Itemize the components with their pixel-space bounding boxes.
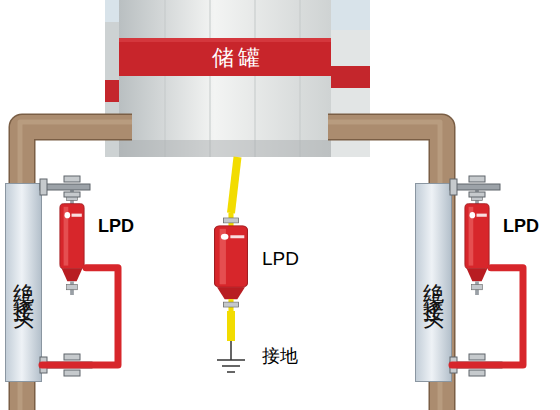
ground-symbol xyxy=(217,359,245,361)
ground-wire xyxy=(231,157,238,213)
bolt xyxy=(40,184,90,190)
device-label: LPD xyxy=(503,216,539,237)
device-label: LPD xyxy=(262,248,299,270)
tank-seam xyxy=(255,0,256,157)
lpd-nut xyxy=(471,285,482,290)
lpd-nut xyxy=(66,285,77,290)
nut xyxy=(469,176,485,182)
bolt xyxy=(40,362,92,368)
left-bolts xyxy=(40,176,92,376)
lpd-logo xyxy=(230,235,244,238)
storage-tank: 储罐 xyxy=(105,0,370,157)
joint-label: 绝缘接头 xyxy=(6,184,41,381)
lpd-neck xyxy=(217,287,245,299)
bolt xyxy=(450,362,502,368)
lpd-logo xyxy=(72,214,82,217)
lpd-nut xyxy=(223,302,238,307)
nut xyxy=(64,354,80,360)
tank-label: 储罐 xyxy=(105,43,370,73)
background-tank xyxy=(105,22,119,157)
lpd-device: LPD xyxy=(212,213,250,312)
ground-symbol xyxy=(227,371,235,373)
background-band xyxy=(105,80,119,102)
bolt xyxy=(450,184,500,190)
nut xyxy=(469,354,485,360)
lpd-logo xyxy=(65,212,71,218)
lpd-body xyxy=(465,204,489,269)
ground-label: 接地 xyxy=(262,344,298,368)
background-band xyxy=(327,66,370,88)
lpd-nut xyxy=(471,195,482,200)
lpd-nut xyxy=(223,218,238,223)
lpd-shape xyxy=(58,190,86,295)
lpd-device: LPD xyxy=(58,190,86,295)
lpd-neck xyxy=(62,269,83,282)
lpd-device: LPD xyxy=(463,190,491,295)
ground-wire xyxy=(217,311,245,372)
tank-seam xyxy=(165,0,166,157)
bypass-wire xyxy=(452,268,523,365)
lpd-shape xyxy=(212,213,250,312)
nut xyxy=(64,176,80,182)
tank-shade xyxy=(119,140,331,157)
lpd-neck xyxy=(467,269,488,282)
yellow-wire xyxy=(227,311,235,341)
tank-illustration xyxy=(105,0,370,157)
lpd-shape xyxy=(463,190,491,295)
tank-seam xyxy=(300,0,301,157)
insulating-joint: 绝缘接头 xyxy=(5,183,42,382)
device-label: LPD xyxy=(98,216,134,237)
band-highlight xyxy=(119,38,331,42)
lpd-logo xyxy=(470,212,476,218)
lpd-body xyxy=(215,226,248,287)
ground-symbol xyxy=(222,365,240,367)
background-tank xyxy=(327,30,370,157)
ground-lead xyxy=(230,341,232,360)
lpd-logo xyxy=(221,234,229,240)
tank-body xyxy=(119,0,331,157)
right-bolts xyxy=(450,176,502,376)
insulating-joint: 绝缘接头 xyxy=(415,183,452,382)
bypass-wire xyxy=(42,268,118,365)
lpd-body xyxy=(60,204,84,269)
sky xyxy=(105,0,370,157)
nut xyxy=(469,370,485,376)
nut xyxy=(64,370,80,376)
joint-label: 绝缘接头 xyxy=(416,184,451,381)
lpd-nut xyxy=(66,195,77,200)
lpd-logo xyxy=(477,214,487,217)
tank-seam xyxy=(210,0,211,157)
